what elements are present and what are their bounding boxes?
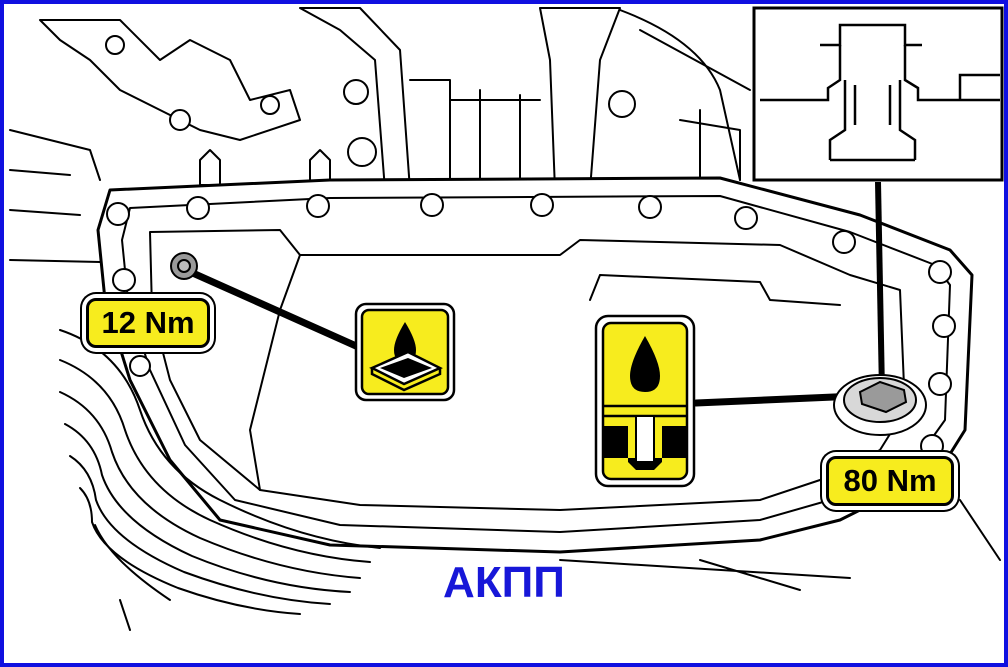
oil-fill-level-icon: [594, 314, 696, 488]
fill-plug-torque-badge: 80 Nm: [826, 456, 954, 506]
fill-plug: [833, 374, 927, 436]
oil-drain-icon: [354, 302, 456, 402]
drain-plug: [170, 252, 198, 280]
plug-cross-section-inset: [752, 6, 1004, 182]
diagram-caption: АКПП: [443, 558, 565, 607]
drain-plug-torque-badge: 12 Nm: [86, 298, 210, 348]
